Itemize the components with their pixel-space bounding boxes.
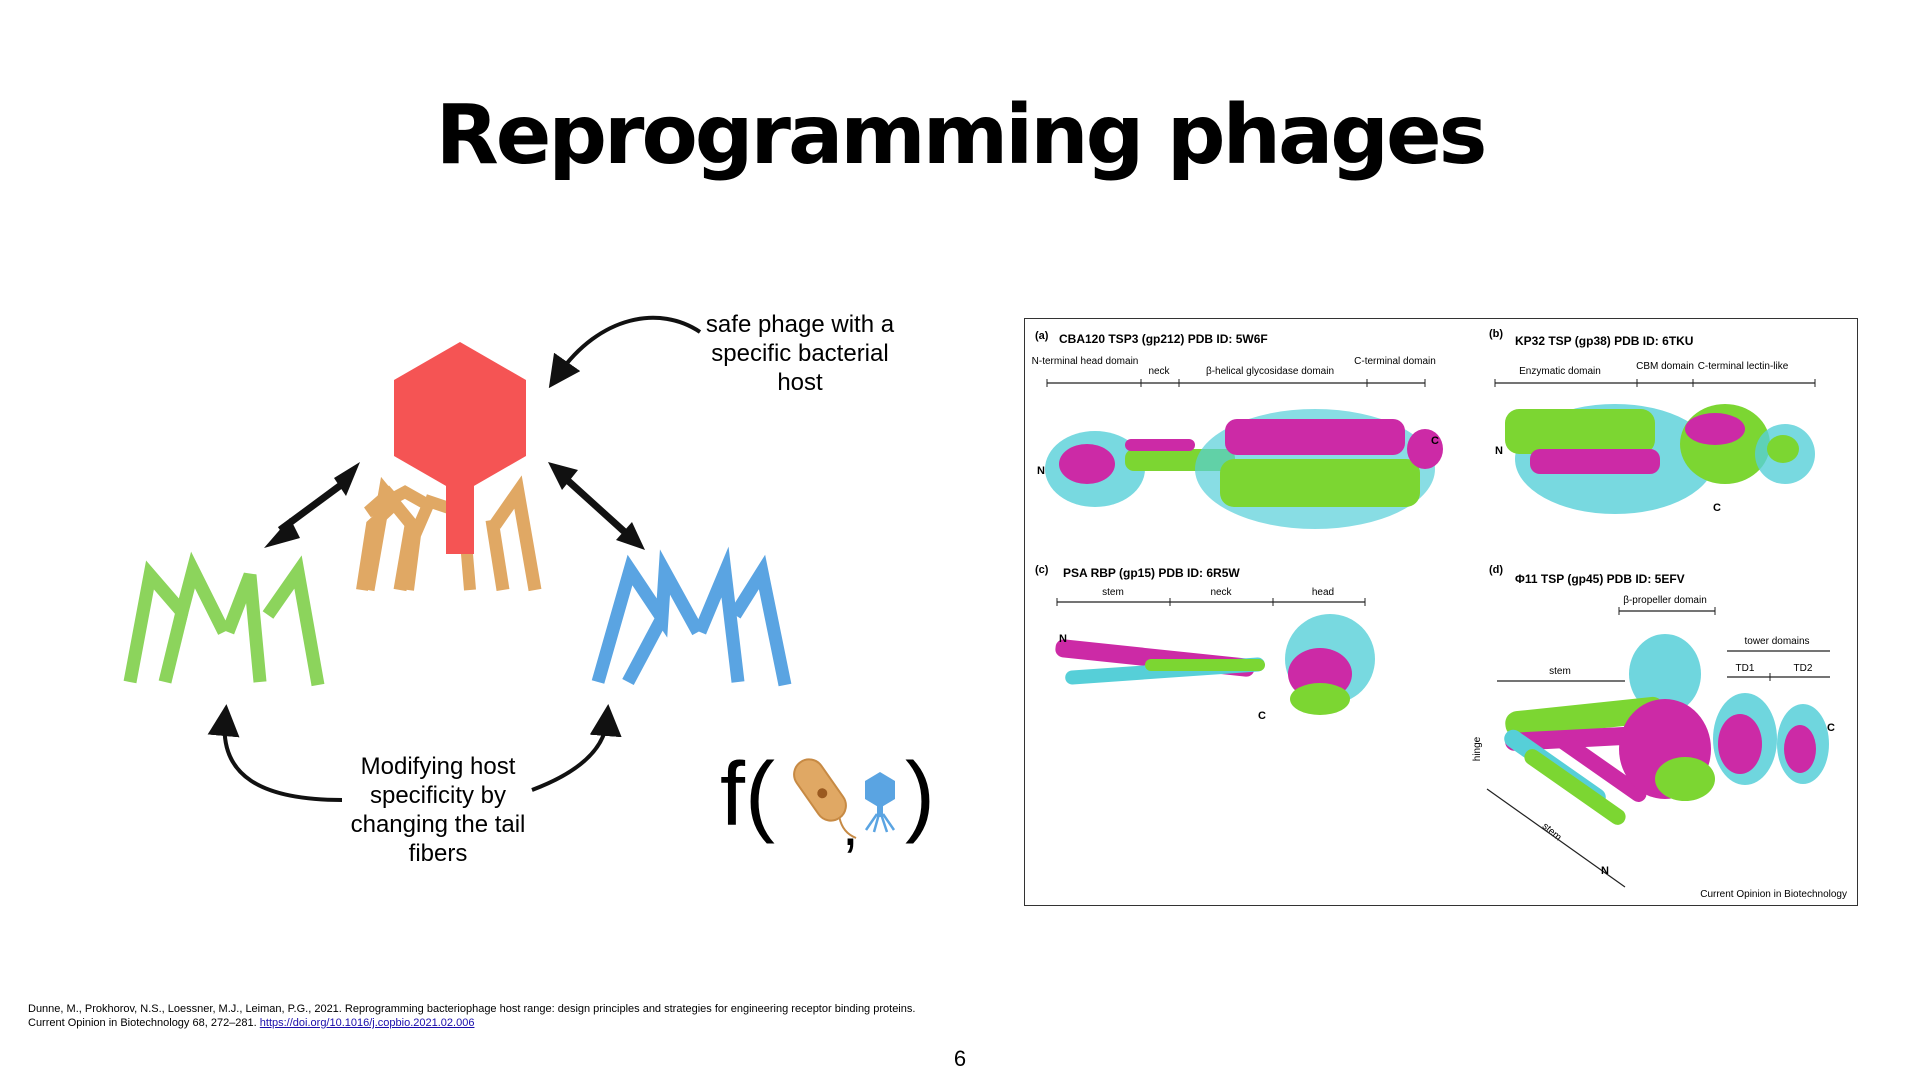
panel-d-domain-3: TD1 [1736,663,1755,674]
panel-b-letter: (b) [1489,328,1503,340]
panel-c-letter: (c) [1035,564,1049,576]
curved-arrow-to-phage-icon [548,315,702,389]
panel-d-c-label: C [1827,722,1835,734]
green-tail-fibers-icon [123,551,325,687]
citation-text: Dunne, M., Prokhorov, N.S., Loessner, M.… [28,1003,916,1029]
curved-arrow-to-green-icon [207,704,343,802]
blue-tail-fibers-icon [591,546,792,687]
panel-c-domain-3: head [1312,587,1334,598]
protein-structures-figure: (a) CBA120 TSP3 (gp212) PDB ID: 5W6F N-t… [1024,318,1858,906]
panel-d-domain-6: hinge [1472,736,1483,761]
curved-arrow-to-blue-icon [531,704,622,792]
panel-a-domain-2: neck [1148,366,1170,377]
protein-structure-b [1505,404,1815,514]
swap-arrow-left-icon [264,462,360,548]
panel-a-domain-1: N-terminal head domain [1032,356,1139,367]
panel-c-n-label: N [1059,633,1067,645]
function-comma: , [842,791,859,858]
bacterium-icon [793,758,857,839]
panel-a-domain-3: β-helical glycosidase domain [1206,366,1334,377]
panel-c: (c) PSA RBP (gp15) PDB ID: 6R5W stem nec… [1035,564,1375,722]
phage-illustration: f( , ) [123,315,935,858]
protein-structure-d [1504,634,1829,825]
panel-d-domain-5: stem [1549,666,1571,677]
panel-d: (d) Φ11 TSP (gp45) PDB ID: 5EFV β-propel… [1472,564,1835,888]
panel-a: (a) CBA120 TSP3 (gp212) PDB ID: 5W6F N-t… [1032,330,1443,529]
panel-b-domain-1: Enzymatic domain [1519,366,1601,377]
panel-a-n-label: N [1037,465,1045,477]
panel-b-n-label: N [1495,445,1503,457]
panel-a-domain-4: C-terminal domain [1354,356,1436,367]
citation-doi-link[interactable]: https://doi.org/10.1016/j.copbio.2021.02… [259,1017,475,1029]
central-phage-icon [356,342,542,592]
panel-b-c-label: C [1713,502,1721,514]
panel-c-domain-2: neck [1210,587,1232,598]
panel-b: (b) KP32 TSP (gp38) PDB ID: 6TKU Enzymat… [1489,328,1816,514]
panel-d-title: Φ11 TSP (gp45) PDB ID: 5EFV [1515,572,1685,586]
citation: Dunne, M., Prokhorov, N.S., Loessner, M.… [28,1002,928,1030]
panel-a-letter: (a) [1035,330,1049,342]
protein-structure-c [1055,614,1375,715]
swap-arrow-right-icon [548,462,645,550]
page-number: 6 [953,1046,967,1071]
function-expression: f( , ) [720,745,935,858]
panel-c-domain-1: stem [1102,587,1124,598]
function-close-paren: ) [905,745,935,845]
safe-phage-caption: safe phage with a specific bacterial hos… [705,311,895,396]
function-f-label: f( [720,745,775,845]
protein-structure-a [1045,409,1443,529]
journal-label: Current Opinion in Biotechnology [1700,889,1847,900]
panel-c-c-label: C [1258,710,1266,722]
panel-a-title: CBA120 TSP3 (gp212) PDB ID: 5W6F [1059,332,1268,346]
phage-small-icon [864,772,896,833]
panel-d-letter: (d) [1489,564,1503,576]
panel-d-domain-1: β-propeller domain [1623,595,1707,606]
page-title: Reprogramming phages [435,88,1488,183]
panel-d-n-label: N [1601,865,1609,877]
panel-d-domain-7: stem [1540,821,1564,843]
figure-svg: (a) CBA120 TSP3 (gp212) PDB ID: 5W6F N-t… [1032,328,1847,900]
modify-host-caption: Modifying host specificity by changing t… [350,753,526,867]
panel-d-domain-4: TD2 [1794,663,1813,674]
panel-d-domain-2: tower domains [1744,636,1809,647]
panel-a-c-label: C [1431,435,1439,447]
panel-b-domain-2: CBM domain [1636,361,1694,372]
panel-c-title: PSA RBP (gp15) PDB ID: 6R5W [1063,566,1240,580]
panel-b-domain-3: C-terminal lectin-like [1698,361,1789,372]
panel-b-title: KP32 TSP (gp38) PDB ID: 6TKU [1515,334,1693,348]
